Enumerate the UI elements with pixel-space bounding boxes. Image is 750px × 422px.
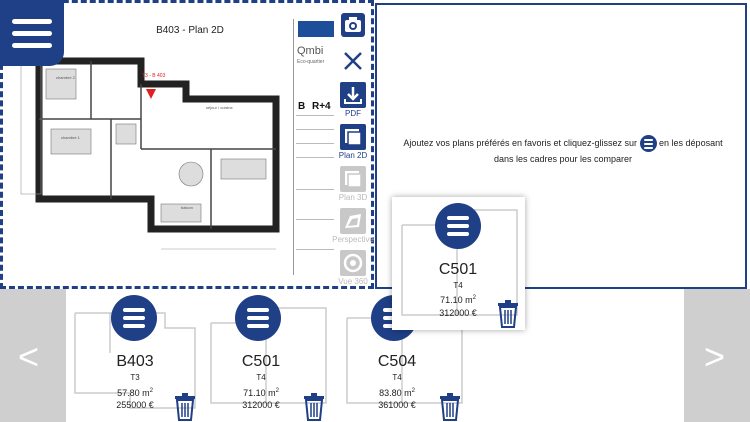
drag-handle-menu-icon[interactable] (111, 295, 157, 341)
compare-hint: Ajoutez vos plans préférés en favoris et… (397, 135, 729, 167)
unit-area: 71.10 m2 (440, 295, 476, 305)
chevron-right-icon: > (704, 336, 726, 377)
svg-text:séjour / cuisine: séjour / cuisine (206, 105, 233, 110)
favorites-strip: B403 T3 57.80 m2 255000 € C501 T4 71.10 … (66, 289, 684, 422)
close-icon (344, 52, 362, 70)
pdf-button[interactable]: PDF (333, 82, 373, 118)
level-label: R+4 (312, 101, 331, 112)
brand-name: Qmbi (297, 45, 324, 57)
unit-type: T4 (453, 281, 463, 290)
unit-price: 361000 € (378, 400, 416, 410)
unit-name: C504 (377, 353, 417, 370)
title-block: Qmbi Eco-quartier B R+4 (293, 19, 335, 275)
plan-view[interactable]: B403 - Plan 2D (0, 0, 374, 289)
camera-button[interactable] (333, 12, 373, 38)
pdf-label: PDF (345, 109, 361, 118)
plan-3d-button[interactable]: Plan 3D (333, 166, 373, 202)
next-button[interactable]: > (684, 289, 750, 422)
unit-name: C501 (438, 261, 478, 278)
prev-button[interactable]: < (0, 289, 66, 422)
close-button[interactable] (333, 48, 373, 74)
drag-handle-menu-icon[interactable] (235, 295, 281, 341)
building-label: B (298, 101, 306, 112)
favorite-card-b403[interactable]: B403 T3 57.80 m2 255000 € (70, 289, 200, 422)
favorite-card-c501[interactable]: C501 T4 71.10 m2 312000 € (206, 289, 336, 422)
unit-area: 57.80 m2 (117, 388, 153, 398)
download-icon (340, 82, 366, 108)
plan-title: B403 - Plan 2D (156, 25, 224, 36)
vue-360-label: Vue 360 (338, 277, 368, 286)
plan-thumbnail (74, 312, 196, 409)
perspective-button[interactable]: Perspective (332, 208, 374, 244)
unit-price: 312000 € (439, 308, 477, 318)
plan-3d-icon (340, 166, 366, 192)
trash-icon[interactable] (302, 393, 326, 421)
compare-hint-part1: Ajoutez vos plans préférés en favoris et… (403, 137, 637, 148)
plan-toolbar: PDF Plan 2D Plan 3D Perspecti (332, 8, 374, 288)
trash-icon[interactable] (173, 393, 197, 421)
unit-type: T3 (130, 373, 140, 382)
unit-type: T4 (256, 373, 266, 382)
chevron-left-icon: < (18, 336, 40, 377)
drag-handle-menu-icon[interactable] (435, 203, 481, 249)
dragging-card-c501[interactable]: C501 T4 71.10 m2 312000 € (392, 197, 525, 330)
marker-label: T3 - B 403 (142, 73, 166, 79)
plan-2d-button[interactable]: Plan 2D (333, 124, 373, 160)
unit-price: 312000 € (242, 400, 280, 410)
compare-hint-part2: en les déposant dans les cadres pour les… (493, 137, 723, 164)
vue-360-button[interactable]: Vue 360 (333, 250, 373, 286)
floor-plan-drawing: T3 - B 403 chambre 2 chambre 1 séjour / … (20, 43, 280, 250)
plan-3d-label: Plan 3D (338, 193, 368, 202)
plan-2d-label: Plan 2D (338, 151, 368, 160)
trash-icon[interactable] (438, 393, 462, 421)
unit-price: 255000 € (116, 400, 154, 410)
unit-area: 83.80 m2 (379, 388, 415, 398)
svg-text:balcon: balcon (181, 205, 193, 210)
main-menu-button[interactable] (0, 0, 64, 66)
developer-logo (298, 21, 334, 37)
unit-area: 71.10 m2 (243, 388, 279, 398)
menu-circle-icon (639, 135, 657, 152)
perspective-icon (340, 208, 366, 234)
plan-2d-icon (340, 124, 366, 150)
trash-icon[interactable] (496, 300, 520, 328)
brand-subtitle: Eco-quartier (297, 59, 325, 65)
svg-text:chambre 2: chambre 2 (56, 75, 76, 80)
vue-360-icon (340, 250, 366, 276)
svg-text:chambre 1: chambre 1 (61, 135, 81, 140)
unit-name: C501 (241, 353, 281, 370)
menu-icon (12, 18, 52, 24)
unit-type: T4 (392, 373, 402, 382)
camera-icon (341, 13, 365, 37)
perspective-label: Perspective (332, 235, 374, 244)
unit-name: B403 (116, 353, 154, 370)
unit-marker (146, 89, 156, 99)
